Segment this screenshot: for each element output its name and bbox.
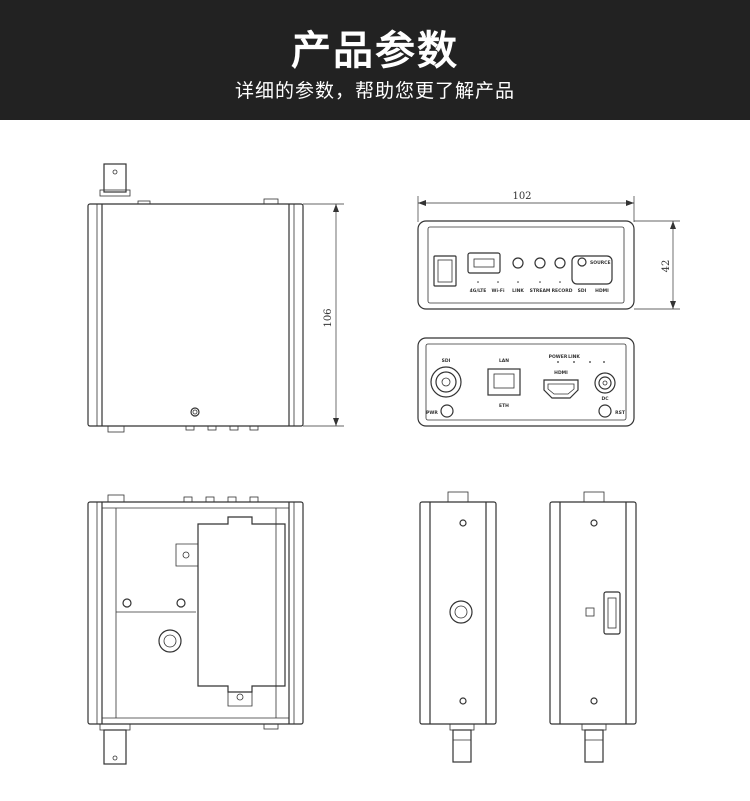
label-hdmi-out: HDMI [554, 370, 568, 376]
page-title: 产品参数 [291, 28, 459, 74]
label-dc: DC [601, 396, 609, 402]
label-eth: ETH [499, 403, 509, 409]
header-banner: 产品参数 详细的参数，帮助您更了解产品 [0, 0, 750, 120]
label-lan: LAN [499, 358, 509, 364]
depth-dimension-label: 42 [661, 260, 672, 273]
height-dimension: 106 [303, 203, 344, 427]
label-sdi: SDI [578, 288, 587, 294]
internal-view [87, 494, 304, 765]
label-link-status: LINK [568, 354, 580, 360]
front-panel-view: 102 SOURCE 4G/LTE Wi-Fi LINK STREAM RECO… [417, 191, 635, 310]
label-4g-lte: 4G/LTE [470, 288, 487, 294]
page-subtitle: 详细的参数，帮助您更了解产品 [234, 80, 515, 102]
back-panel-view: SDI LAN ETH HDMI POWER LINK DC PWR RST [417, 337, 635, 427]
side-view-right-narrow [549, 491, 637, 763]
label-rst: RST [615, 410, 626, 416]
label-hdmi: HDMI [595, 288, 609, 294]
label-sdi-out: SDI [442, 358, 451, 364]
label-link: LINK [512, 288, 524, 294]
label-power: POWER [549, 354, 568, 360]
label-record: RECORD [552, 288, 573, 294]
height-dimension-label: 106 [323, 308, 334, 327]
depth-dimension: 42 [634, 220, 680, 310]
label-pwr: PWR [426, 410, 438, 416]
side-view-top-left [87, 163, 304, 433]
label-wifi: Wi-Fi [492, 288, 505, 294]
side-view-left-narrow [419, 491, 497, 763]
source-button-label: SOURCE [590, 260, 611, 266]
label-stream: STREAM [530, 288, 551, 294]
width-dimension-label: 102 [512, 191, 531, 202]
